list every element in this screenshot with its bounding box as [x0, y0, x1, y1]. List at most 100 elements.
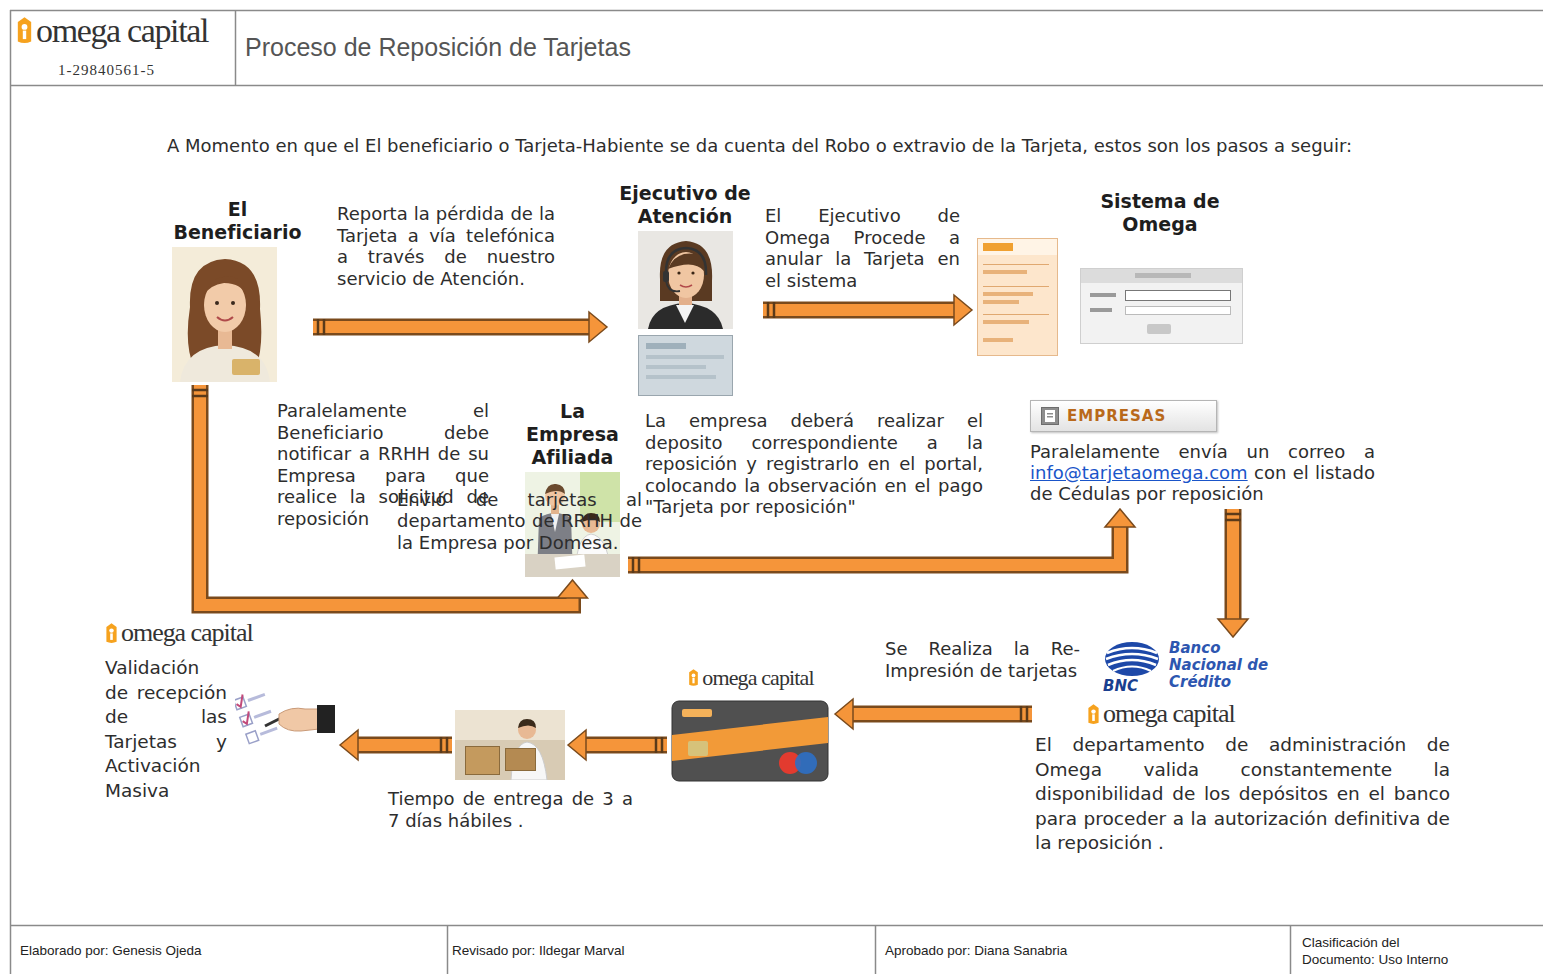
checklist-hand-part-part [240, 711, 252, 724]
connector-arrow [835, 699, 1032, 729]
beneficiary-photo-part [215, 301, 219, 305]
actor-heading: La Empresa Afiliada [525, 400, 621, 469]
system-screens-part [1147, 324, 1171, 334]
logo-icon [688, 669, 699, 687]
logo-text: omega capital [1103, 699, 1235, 729]
logo-text: omega capital [702, 665, 813, 691]
delivery-photo-part [466, 747, 500, 775]
arrow-outline [852, 706, 1032, 723]
bank-mark: BNC [1103, 640, 1165, 695]
footer-divider [1290, 925, 1292, 974]
agent-photo-part [646, 375, 716, 379]
system-screens-part [1135, 273, 1191, 278]
page-title: Proceso de Reposición de Tarjetas [245, 33, 631, 62]
footer-cell: Elaborado por: Genesis Ojeda [20, 942, 202, 959]
checklist-hand-part-part [260, 727, 278, 736]
tax-id: 1-29840561-5 [58, 62, 155, 79]
system-screens-part [983, 243, 1013, 251]
logo-icon-part [106, 623, 116, 643]
arrow-tail-mark [661, 737, 664, 753]
card-step: omega capital [670, 665, 832, 783]
arrow-tail-mark [446, 737, 449, 753]
company-photo-part [554, 554, 585, 569]
logo-icon-part [23, 31, 26, 40]
edge-label: Envió de tarjetas al departamento de RRH… [397, 489, 642, 554]
node-note: El departamento de administración de Ome… [1035, 733, 1450, 856]
footer-cell: Clasificación del Documento: Uso Interno [1302, 934, 1462, 968]
validation-step: omega capitalValidación de recepción de … [105, 618, 337, 803]
arrow-body [628, 526, 1120, 565]
agent-photo-part [680, 285, 692, 287]
arrow-outline [628, 526, 1120, 565]
system-screens-part [1126, 307, 1231, 315]
bank-globe-part [1107, 648, 1157, 653]
agent-photo-part [666, 281, 680, 291]
omega-logo: omega capital [670, 665, 832, 691]
edge-label: Reporta la pérdida de la Tarjeta a vía t… [337, 203, 555, 289]
beneficiary-photo-part [231, 301, 235, 305]
card-image [670, 695, 830, 783]
beneficiary-photo [172, 247, 277, 382]
card-image-part [672, 701, 828, 781]
edge-label: Paralelamente el Beneficiario debe notif… [277, 400, 489, 529]
validation-row: Validación de recepción de las Tarjetas … [105, 656, 337, 803]
bank-name: Banco Nacional de Crédito [1169, 640, 1281, 691]
edge-label: Se Realiza la Re-Impresión de tarjetas [885, 638, 1080, 681]
arrow-body [585, 739, 667, 751]
arrow-tail-mark [1225, 513, 1241, 516]
logo-icon-part [1091, 709, 1095, 713]
arrow-head [589, 312, 607, 342]
checklist-hand [235, 684, 335, 754]
arrow-tail-mark [323, 319, 326, 335]
system-screens-part [1090, 293, 1116, 297]
intro-note: A Momento en que el El beneficiario o Ta… [167, 135, 1377, 156]
logo-icon-part [1088, 704, 1098, 724]
bank-globe [1103, 640, 1161, 678]
system-screens-part [978, 239, 1057, 255]
card-image-part [682, 709, 712, 717]
system-screens-part [978, 239, 1058, 356]
agent-photo-part [668, 254, 704, 271]
actor-card: Ejecutivo de Atención [610, 182, 760, 396]
connector-arrow [340, 730, 452, 760]
arrow-body [357, 739, 452, 751]
system-screens [975, 238, 1245, 356]
arrow-tail-mark [638, 557, 641, 573]
delivery-photo [455, 710, 565, 780]
system-screens-part [983, 320, 1029, 324]
agent-photo-part [646, 343, 686, 349]
arrow-tail-mark [1020, 706, 1023, 722]
agent-photo-part [646, 365, 706, 369]
email-link: info@tarjetaomega.com [1030, 462, 1248, 483]
arrow-outline [763, 302, 955, 319]
arrow-tail-mark [632, 557, 635, 573]
checklist-hand-part-part [240, 714, 253, 727]
footer-cell: Revisado por: Ildegar Marval [452, 942, 625, 959]
logo-text: omega capital [36, 12, 208, 50]
logo-icon-part [110, 633, 113, 640]
system-screens-part [983, 286, 1049, 287]
actor-card: El Beneficiario [165, 198, 310, 382]
bank-logo: BNCBanco Nacional de Crédito [1103, 640, 1450, 695]
checklist-hand-part-part [246, 731, 259, 744]
agent-photo-part [648, 303, 723, 329]
arrow-head [1105, 509, 1135, 527]
portal-icon-part [1045, 410, 1055, 422]
arrow-head [954, 295, 972, 325]
bank-globe-part [1106, 654, 1158, 659]
frame-lines [10, 10, 1543, 974]
omega-logo: omega capital [1087, 699, 1450, 729]
system-screens-part [1090, 308, 1112, 312]
arrow-head [568, 730, 586, 760]
arrow-tail-mark [192, 395, 208, 398]
omega-logo: omega capital [105, 618, 337, 648]
bank-step: BNCBanco Nacional de Crédito omega capita… [1035, 640, 1450, 856]
logo-icon-part [109, 628, 113, 632]
connector-arrow [313, 312, 607, 342]
logo-icon-part [18, 18, 31, 44]
logo-icon-part [693, 678, 695, 684]
portal-step: EMPRESASParalelamente envía un correo a … [1030, 400, 1375, 506]
system-screens-part [1081, 269, 1242, 283]
portal-button: EMPRESAS [1030, 400, 1217, 432]
